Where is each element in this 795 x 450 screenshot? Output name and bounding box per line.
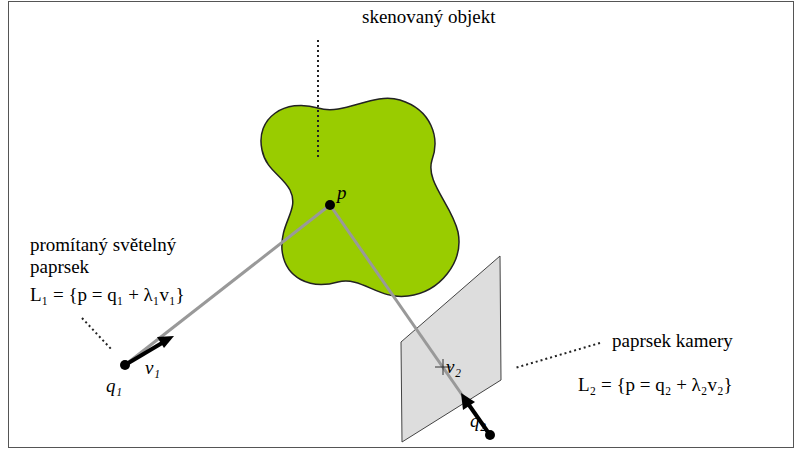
vector-label: v₂: [446, 356, 461, 378]
frame: [9, 2, 794, 448]
vector-label: v₁: [145, 357, 160, 379]
crosshair: [443, 359, 444, 375]
point-p: [325, 200, 335, 210]
formula: L₁ = {p = q₁ + λ₁v₁}: [30, 284, 185, 306]
object-label: skenovaný objekt: [362, 6, 496, 28]
point-label: q₁: [106, 375, 122, 397]
camera-ray-label: paprsek kamery: [612, 330, 733, 352]
vector-v2: [469, 405, 490, 435]
leader-line: [82, 318, 112, 350]
point-label: p: [337, 182, 347, 204]
camera-ray: [330, 205, 490, 435]
formula: L₂ = {p = q₂ + λ₂v₂}: [578, 374, 733, 396]
point-label: q₂: [470, 410, 486, 432]
ray-label: promítaný světelný paprsek: [30, 234, 200, 278]
arrowhead: [157, 336, 174, 348]
scanned-object: [261, 98, 459, 296]
point-q1: [120, 360, 130, 370]
leader-line: [317, 40, 319, 160]
camera-plane: [401, 256, 501, 442]
arrowhead: [461, 393, 475, 410]
leader-line: [515, 343, 600, 368]
point-q2: [485, 430, 495, 440]
